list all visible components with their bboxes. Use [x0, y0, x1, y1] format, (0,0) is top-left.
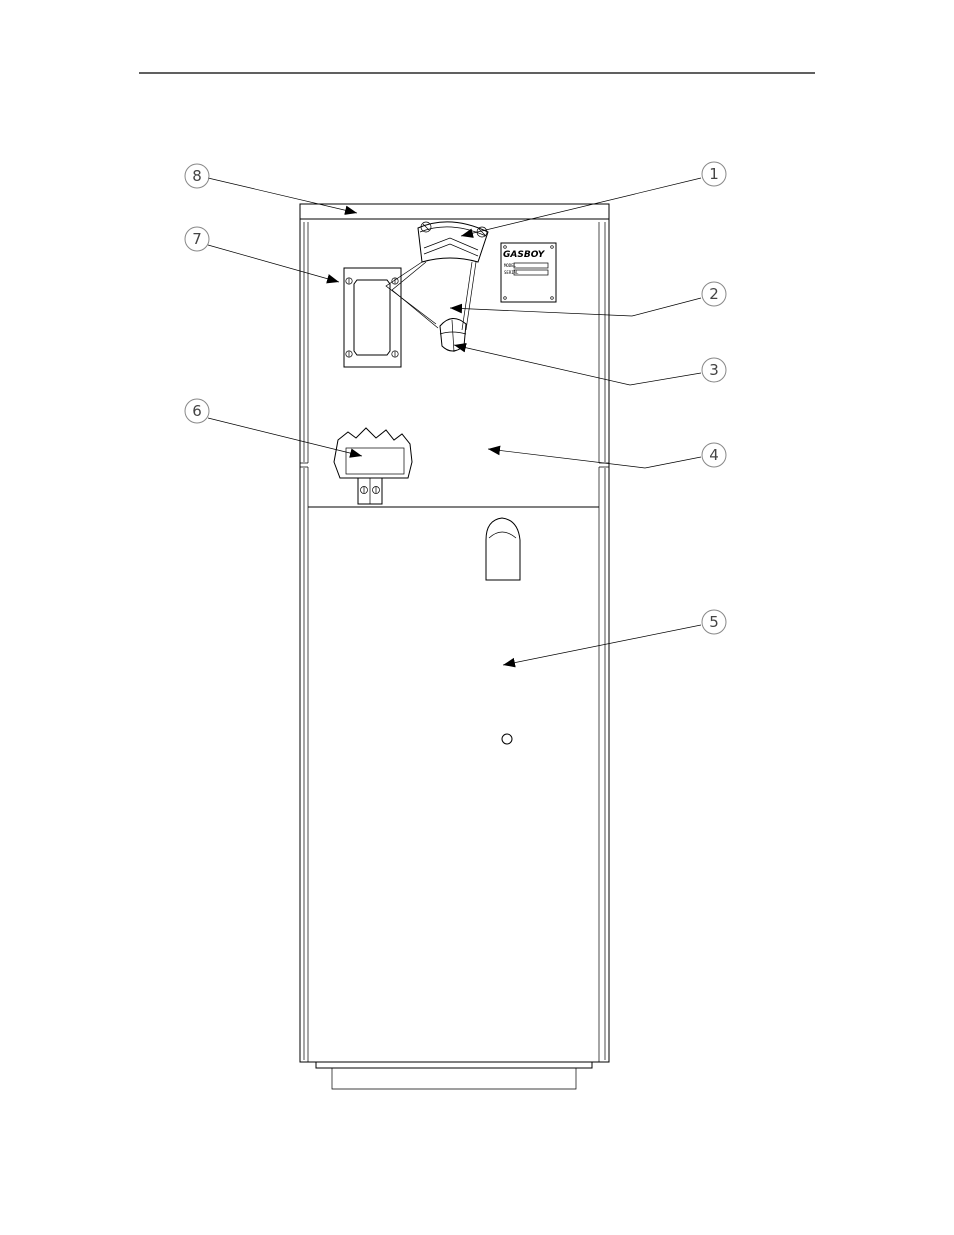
- leader-5: [503, 625, 701, 665]
- leader-lines: [208, 178, 701, 665]
- nameplate: GASBOY MODEL SERIAL: [501, 243, 556, 302]
- callout-4: 4: [702, 443, 726, 467]
- callout-1-label: 1: [709, 165, 719, 183]
- brand-logo-text: GASBOY: [503, 250, 546, 260]
- leader-4b: [488, 449, 645, 468]
- leader-2: [632, 298, 701, 316]
- dispenser-cabinet: [300, 204, 609, 1089]
- callout-2-label: 2: [709, 285, 719, 303]
- hose: [386, 262, 476, 330]
- callout-8-label: 8: [192, 167, 202, 185]
- display-window: [344, 268, 401, 367]
- leader-4: [645, 457, 701, 468]
- leader-3: [630, 373, 701, 385]
- callout-4-label: 4: [709, 446, 719, 464]
- leader-8: [208, 178, 357, 213]
- leader-3b: [454, 345, 630, 385]
- leader-7: [208, 245, 339, 282]
- callout-5: 5: [702, 610, 726, 634]
- callout-3: 3: [702, 358, 726, 382]
- callout-7-label: 7: [192, 230, 202, 248]
- callout-6-label: 6: [192, 402, 202, 420]
- leader-1: [461, 178, 701, 236]
- callout-3-label: 3: [709, 361, 719, 379]
- cabinet-base: [316, 1062, 592, 1068]
- right-side-rail: [599, 222, 609, 1062]
- callout-6: 6: [185, 399, 209, 423]
- cabinet-plinth: [332, 1068, 576, 1089]
- leader-6: [208, 418, 362, 456]
- callout-8: 8: [185, 164, 209, 188]
- cutaway-component: [334, 428, 412, 504]
- door-lock: [502, 734, 512, 744]
- callout-7: 7: [185, 227, 209, 251]
- nozzle-holder: [486, 518, 520, 580]
- callout-2: 2: [702, 282, 726, 306]
- nozzle-boot: [418, 222, 488, 262]
- nameplate-line-1: MODEL: [504, 263, 517, 268]
- callout-5-label: 5: [709, 613, 719, 631]
- callout-1: 1: [702, 162, 726, 186]
- nameplate-line-2: SERIAL: [504, 270, 519, 275]
